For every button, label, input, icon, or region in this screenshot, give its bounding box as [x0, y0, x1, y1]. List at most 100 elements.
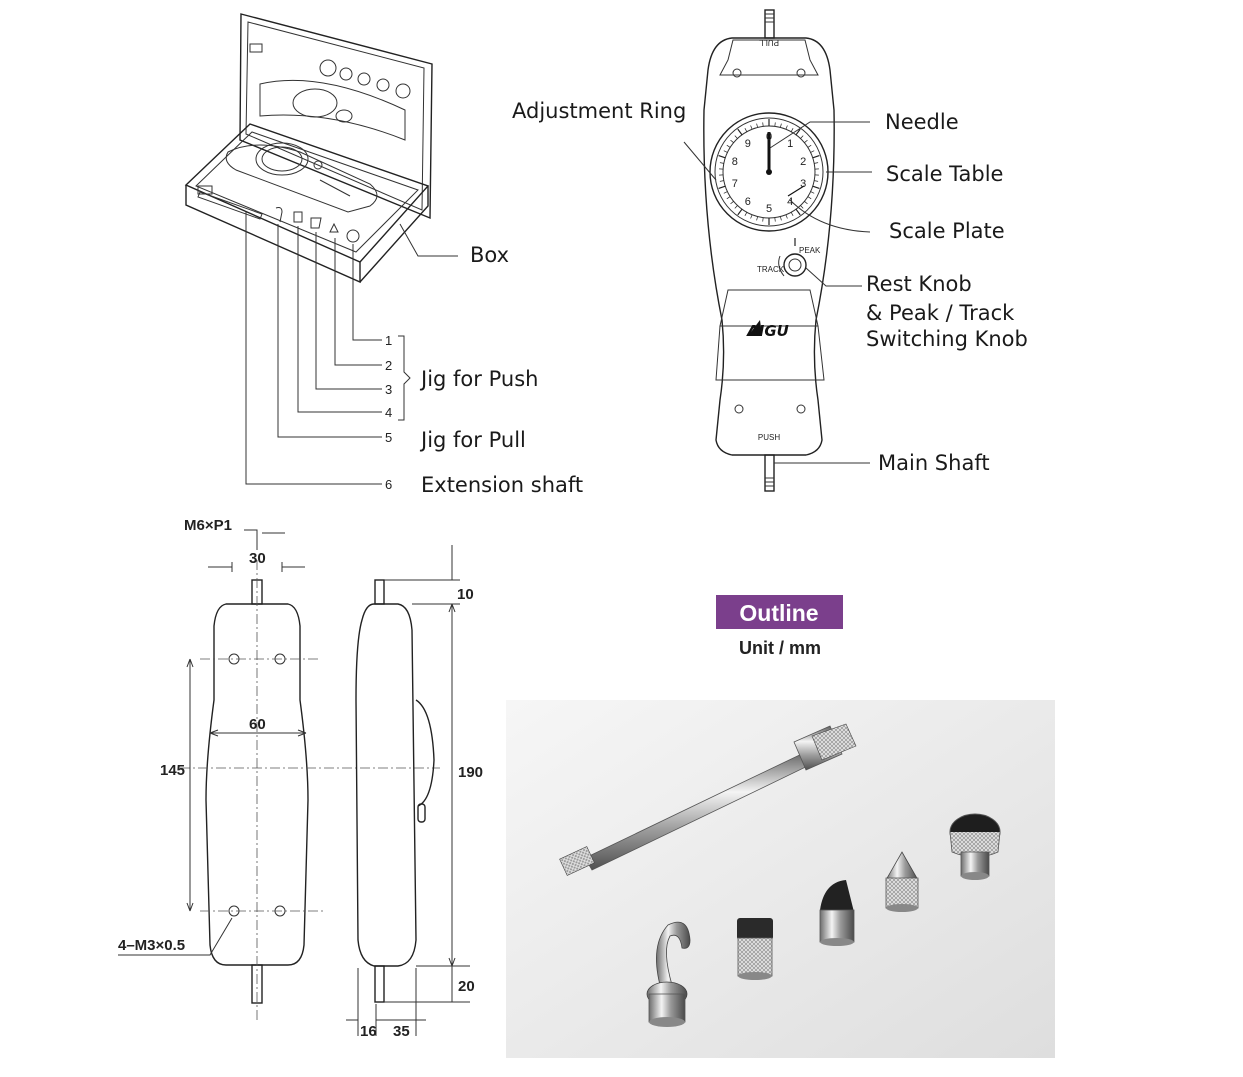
dial-tick — [737, 128, 743, 136]
jig-for-push-label: Jig for Push — [419, 367, 538, 391]
dim-top-shaft: 10 — [457, 586, 474, 603]
adjustment-ring-label: Adjustment Ring — [512, 99, 686, 123]
dial-tick — [719, 162, 724, 164]
unit-label: Unit / mm — [739, 638, 821, 658]
needle-label: Needle — [885, 110, 959, 134]
extension-shaft-label: Extension shaft — [421, 473, 583, 497]
dial-tick — [726, 196, 731, 200]
dial-tick — [730, 139, 734, 143]
dial-tick — [762, 122, 764, 127]
hook-jig-photo — [646, 921, 691, 1027]
scale-plate-label: Scale Plate — [889, 219, 1005, 243]
brand-logo: AIGU — [746, 322, 789, 340]
cone-jig-photo — [885, 851, 919, 912]
outline-badge — [716, 595, 843, 629]
dim-side-front: 16 — [360, 1023, 377, 1040]
peak-text: PEAK — [799, 246, 821, 255]
dial-tick — [774, 217, 776, 222]
dial-ticks — [718, 119, 820, 225]
dim-thread: M6×P1 — [184, 517, 232, 534]
dial-tick — [726, 144, 731, 148]
flat-jig-photo — [737, 918, 773, 980]
dial-number: 3 — [800, 178, 806, 190]
dial-tick — [810, 150, 815, 153]
dial-tick — [762, 217, 764, 222]
dim-side-depth: 35 — [393, 1023, 410, 1040]
dial-tick — [804, 139, 808, 143]
part-number-1: 1 — [385, 333, 392, 348]
dial-number: 5 — [766, 203, 772, 215]
dial-tick — [810, 191, 815, 194]
dim-mount-holes: 4–M3×0.5 — [118, 937, 185, 954]
outline-dimension-lines — [118, 529, 470, 1036]
peak-track-label: & Peak / Track — [866, 301, 1015, 325]
part-number-2: 2 — [385, 358, 392, 373]
chisel-jig-photo — [819, 880, 855, 946]
dial-tick — [812, 155, 820, 159]
extension-shaft-photo — [559, 723, 857, 876]
dial-tick — [780, 123, 782, 128]
dial-tick — [723, 191, 728, 194]
dial-number: 6 — [745, 196, 751, 208]
dial-tick — [785, 125, 788, 130]
dim-bottom-shaft: 20 — [458, 978, 475, 995]
dial-tick — [780, 216, 782, 221]
dial-tick — [734, 205, 738, 209]
outline-side-view — [355, 579, 435, 1003]
dial-tick — [800, 205, 804, 209]
outline-badge-text: Outline — [739, 600, 818, 626]
rest-knob-label: Rest Knob — [866, 272, 972, 296]
accessories-photo — [506, 700, 1055, 1058]
dial-tick — [718, 185, 726, 189]
dial-tick — [737, 208, 743, 216]
dial-tick — [718, 155, 726, 159]
dial-tick — [790, 212, 794, 216]
dim-hole-spacing: 145 — [160, 762, 185, 779]
dial-tick — [734, 135, 738, 139]
scale-table-label: Scale Table — [886, 162, 1003, 186]
dim-total-length: 190 — [458, 764, 483, 781]
dial-tick — [785, 214, 788, 219]
dial-tick — [744, 212, 748, 216]
dial-tick — [814, 180, 819, 182]
box-part-numbers: 1 2 3 4 5 6 — [385, 333, 392, 492]
dial-tick — [807, 196, 812, 200]
dial-number: 0 — [766, 131, 772, 143]
part-number-6: 6 — [385, 477, 392, 492]
dial-tick — [804, 201, 808, 205]
dial-tick — [719, 180, 724, 182]
disc-jig-photo — [949, 813, 1001, 880]
pull-text: PULL — [758, 38, 779, 47]
dial-tick — [814, 162, 819, 164]
dial-tick — [790, 128, 794, 132]
jig-for-pull-label: Jig for Pull — [419, 428, 526, 452]
box-label: Box — [470, 243, 509, 267]
dial-tick — [756, 123, 758, 128]
dial-tick — [756, 216, 758, 221]
dial-tick — [750, 125, 753, 130]
dial-tick — [795, 208, 801, 216]
dial-tick — [812, 185, 820, 189]
dial-number: 1 — [787, 138, 793, 150]
switching-knob-label: Switching Knob — [866, 327, 1028, 351]
dial-number: 8 — [732, 156, 738, 168]
dial-tick — [723, 150, 728, 153]
dial-tick — [795, 128, 801, 136]
dial-number: 4 — [787, 196, 793, 208]
dial-tick — [807, 144, 812, 148]
dim-shaft-width: 30 — [249, 550, 266, 567]
push-text: PUSH — [758, 433, 780, 442]
part-number-5: 5 — [385, 430, 392, 445]
part-number-4: 4 — [385, 405, 392, 420]
dial-tick — [750, 214, 753, 219]
dial-tick — [744, 128, 748, 132]
dial-number: 2 — [800, 156, 806, 168]
outline-front-view — [180, 560, 440, 1020]
dim-body-width: 60 — [249, 716, 266, 733]
track-text: TRACK — [757, 265, 785, 274]
main-shaft-label: Main Shaft — [878, 451, 990, 475]
box-illustration — [184, 13, 458, 485]
dial-number: 9 — [745, 138, 751, 150]
